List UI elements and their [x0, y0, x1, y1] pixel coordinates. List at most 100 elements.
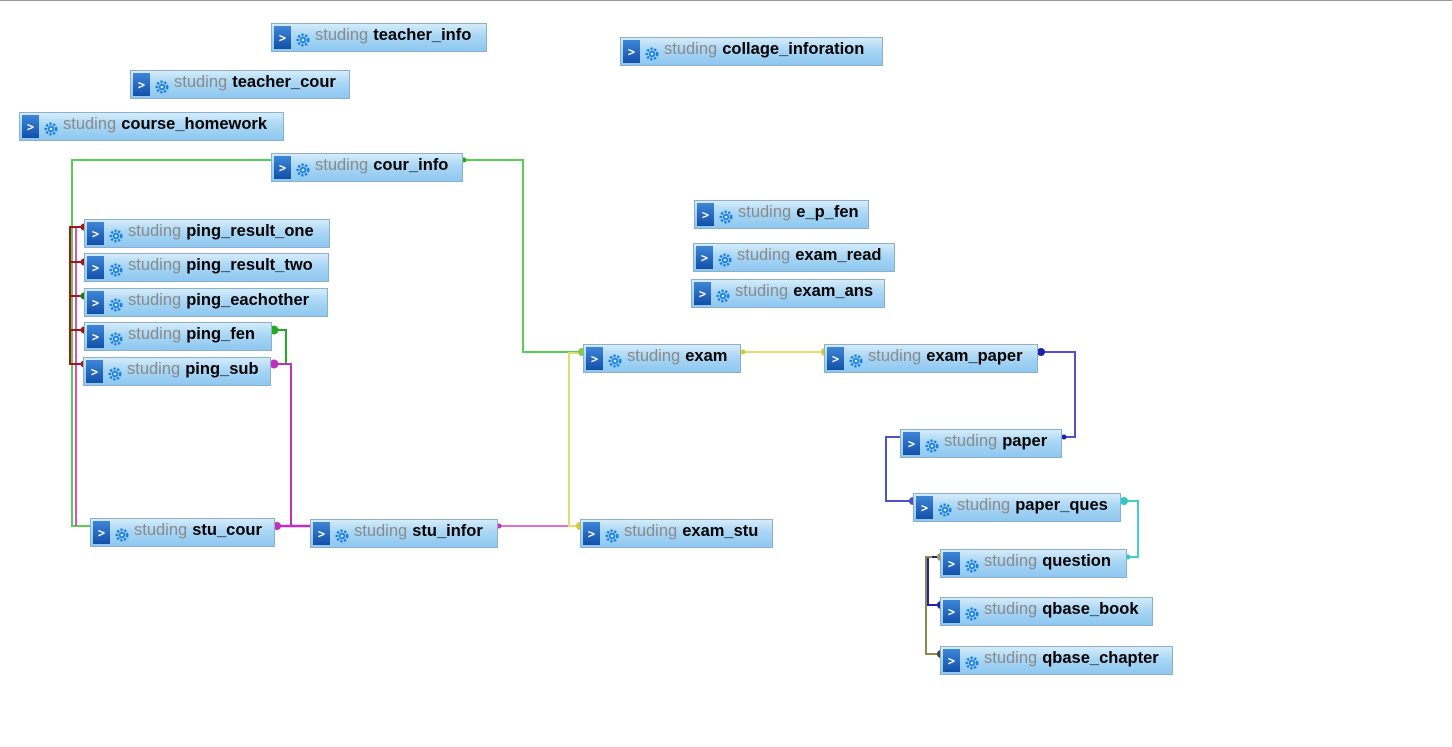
gear-icon [848, 353, 864, 369]
gear-icon [295, 162, 311, 178]
table-label: ping_eachother [186, 290, 310, 309]
table-node-exam-read[interactable]: > studing exam_read [693, 243, 895, 272]
gear-icon [108, 331, 124, 347]
gear-icon [937, 502, 953, 518]
schema-label: studing [354, 521, 408, 540]
terminal-icon: > [87, 256, 104, 279]
table-node-exam[interactable]: > studing exam [583, 344, 741, 373]
table-label: course_homework [121, 114, 268, 133]
schema-label: studing [134, 520, 188, 539]
schema-label: studing [174, 72, 228, 91]
table-node-course-homework[interactable]: > studing course_homework [19, 112, 284, 141]
gear-icon [964, 655, 980, 671]
table-label: exam_read [795, 245, 882, 264]
gear-icon [607, 353, 623, 369]
table-node-paper-ques[interactable]: > studing paper_ques [913, 493, 1121, 522]
table-label: exam [685, 346, 728, 365]
table-node-exam-ans[interactable]: > studing exam_ans [691, 279, 885, 308]
table-label: ping_sub [185, 359, 259, 378]
schema-label: studing [737, 245, 791, 264]
link-exam-exam-stu [568, 352, 582, 527]
table-label: exam_ans [793, 281, 874, 300]
table-node-qbase-book[interactable]: > studing qbase_book [940, 597, 1153, 626]
gear-icon [334, 528, 350, 544]
table-node-e-p-fen[interactable]: > studing e_p_fen [694, 200, 869, 229]
link-ping-sub-stu-cour [271, 363, 292, 527]
schema-label: studing [664, 39, 718, 58]
schema-label: studing [128, 324, 182, 343]
schema-label: studing [624, 521, 678, 540]
terminal-icon: > [86, 360, 103, 383]
gear-icon [107, 366, 123, 382]
schema-label: studing [127, 359, 181, 378]
table-node-ping-sub[interactable]: > studing ping_sub [83, 357, 271, 386]
gear-icon [114, 527, 130, 543]
terminal-icon: > [274, 26, 291, 49]
gear-icon [964, 606, 980, 622]
table-node-teacher-cour[interactable]: > studing teacher_cour [130, 70, 350, 99]
terminal-icon: > [696, 246, 713, 269]
terminal-icon: > [133, 73, 150, 96]
link-cour-info-stu-cour [71, 159, 272, 527]
table-node-ping-eachother[interactable]: > studing ping_eachother [84, 288, 328, 317]
terminal-icon: > [87, 291, 104, 314]
table-label: teacher_cour [232, 72, 336, 91]
table-node-ping-fen[interactable]: > studing ping_fen [84, 322, 272, 351]
schema-label: studing [738, 202, 792, 221]
schema-label: studing [957, 495, 1011, 514]
table-node-question[interactable]: > studing question [940, 549, 1127, 578]
link-paper-ques-question [1121, 500, 1139, 558]
terminal-icon: > [22, 115, 39, 138]
schema-label: studing [315, 155, 369, 174]
terminal-icon: > [916, 496, 933, 519]
table-label: e_p_fen [796, 202, 859, 221]
table-node-exam-stu[interactable]: > studing exam_stu [580, 519, 773, 548]
terminal-icon: > [274, 156, 291, 179]
table-label: qbase_book [1042, 599, 1139, 618]
table-label: stu_cour [192, 520, 262, 539]
gear-icon [108, 228, 124, 244]
table-label: cour_info [373, 155, 449, 174]
terminal-icon: > [943, 552, 960, 575]
table-label: exam_paper [926, 346, 1023, 365]
schema-label: studing [315, 25, 369, 44]
table-label: ping_result_two [186, 255, 313, 274]
terminal-icon: > [583, 522, 600, 545]
terminal-icon: > [943, 600, 960, 623]
terminal-icon: > [827, 347, 844, 370]
gear-icon [924, 438, 940, 454]
schema-label: studing [735, 281, 789, 300]
table-label: ping_fen [186, 324, 255, 343]
table-node-collage-inforation[interactable]: > studing collage_inforation [620, 37, 883, 66]
schema-label: studing [984, 648, 1038, 667]
terminal-icon: > [623, 40, 640, 63]
table-node-ping-result-two[interactable]: > studing ping_result_two [84, 253, 329, 282]
table-node-stu-infor[interactable]: > studing stu_infor [310, 519, 498, 548]
schema-label: studing [128, 290, 182, 309]
table-node-ping-result-one[interactable]: > studing ping_result_one [84, 219, 330, 248]
table-label: question [1042, 551, 1111, 570]
table-node-exam-paper[interactable]: > studing exam_paper [824, 344, 1038, 373]
terminal-icon: > [313, 522, 330, 545]
table-label: ping_result_one [186, 221, 314, 240]
table-node-stu-cour[interactable]: > studing stu_cour [90, 518, 275, 547]
table-label: teacher_info [373, 25, 472, 44]
gear-icon [295, 32, 311, 48]
table-node-paper[interactable]: > studing paper [900, 429, 1062, 458]
table-node-teacher-info[interactable]: > studing teacher_info [271, 23, 487, 52]
gear-icon [964, 558, 980, 574]
gear-icon [717, 252, 733, 268]
table-label: paper_ques [1015, 495, 1108, 514]
link-ping-group [69, 226, 84, 365]
terminal-icon: > [694, 282, 711, 305]
link-exam-paper-paper [1038, 351, 1076, 438]
table-node-cour-info[interactable]: > studing cour_info [271, 153, 463, 182]
gear-icon [644, 46, 660, 62]
schema-label: studing [868, 346, 922, 365]
terminal-icon: > [943, 649, 960, 672]
gear-icon [604, 528, 620, 544]
terminal-icon: > [87, 325, 104, 348]
table-node-qbase-chapter[interactable]: > studing qbase_chapter [940, 646, 1173, 675]
schema-label: studing [944, 431, 998, 450]
